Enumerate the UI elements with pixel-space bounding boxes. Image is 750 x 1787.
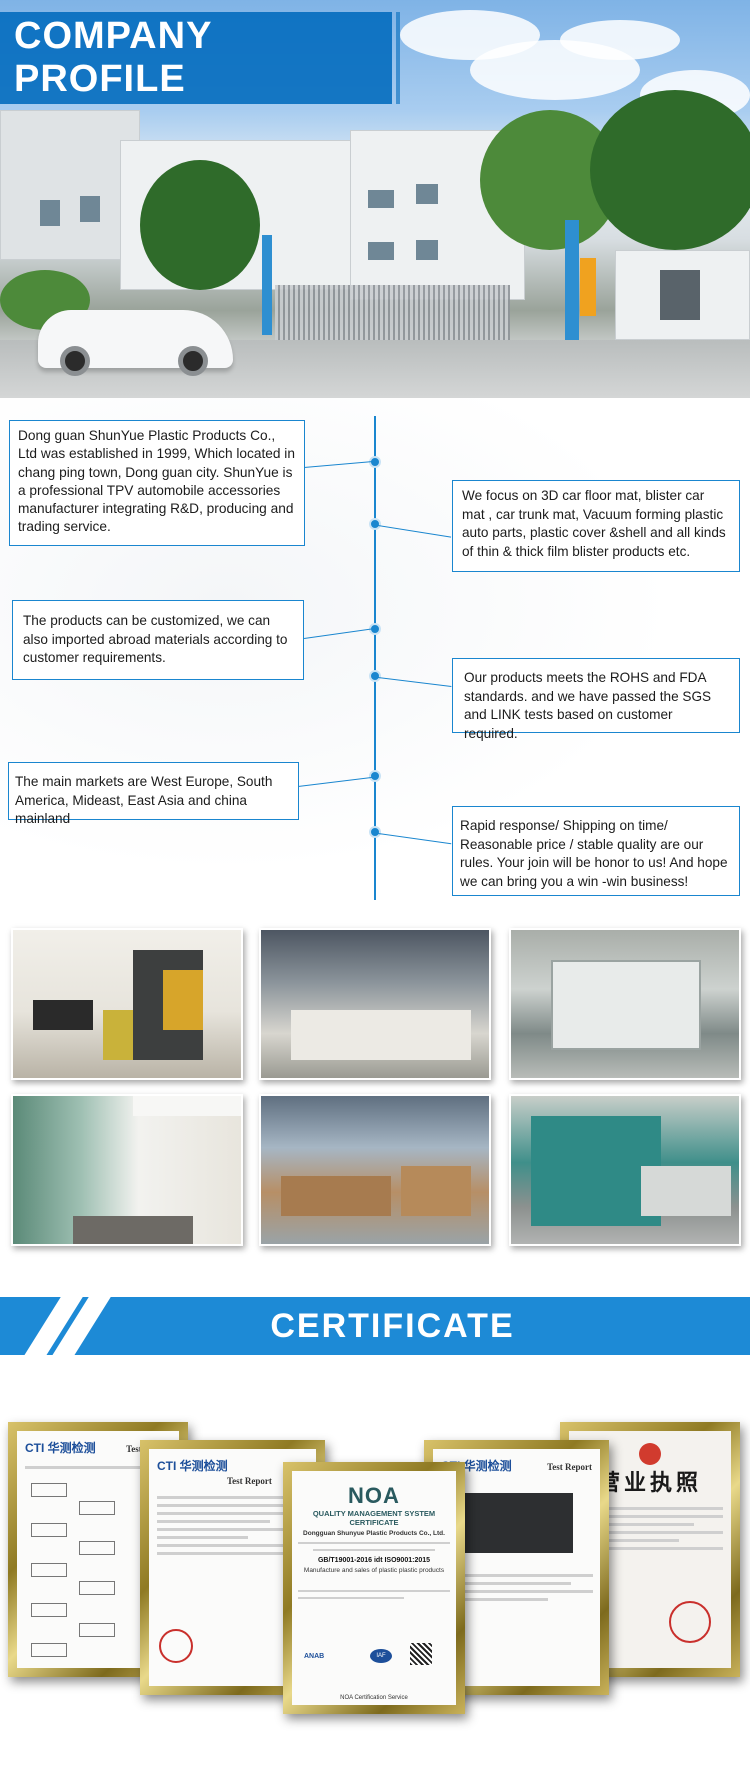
timeline-text: Rapid response/ Shipping on time/ Reason… [460,818,728,889]
page-title: COMPANY PROFILE [14,15,212,100]
noa-footer: NOA Certification Service [340,1695,408,1701]
cti-logo: CTI 华测检测 [25,1441,96,1455]
certificate-banner: CERTIFICATE [0,1297,750,1355]
noa-scope: Manufacture and sales of plastic plastic… [303,1567,445,1574]
timeline-dot [369,826,381,838]
timeline-text: Dong guan ShunYue Plastic Products Co., … [18,428,295,535]
timeline-dot [369,770,381,782]
timeline-box-standards: Our products meets the ROHS and FDA stan… [452,658,740,741]
timeline-box-markets: The main markets are West Europe, South … [8,762,299,826]
timeline-dot [369,518,381,530]
timeline-text: Our products meets the ROHS and FDA stan… [464,670,712,741]
company-timeline: Dong guan ShunYue Plastic Products Co., … [0,398,750,918]
cti-logo: CTI 华测检测 [157,1459,228,1473]
showroom-photo [11,928,243,1080]
test-report-title: Test Report [547,1462,592,1472]
red-seal-icon [159,1629,193,1663]
red-seal-icon [669,1601,711,1643]
timeline-box-history: Dong guan ShunYue Plastic Products Co., … [9,420,305,546]
storage-photo [259,1094,491,1246]
timeline-text: The main markets are West Europe, South … [15,774,273,826]
sample-photo [463,1493,573,1553]
noa-company: Dongguan Shunyue Plastic Products Co., L… [303,1530,445,1537]
test-report-title: Test Report [227,1476,272,1486]
national-emblem-icon [639,1443,661,1465]
anab-logo: ANAB [304,1653,325,1660]
business-license-title: 营业执照 [597,1471,702,1496]
timeline-text: We focus on 3D car floor mat, blister ca… [462,488,726,559]
noa-logo: NOA [348,1483,400,1508]
car-illustration [38,310,233,376]
section-title: CERTIFICATE [270,1307,515,1345]
noa-heading: QUALITY MANAGEMENT SYSTEM CERTIFICATE [312,1509,436,1527]
timeline-box-customization: The products can be customized, we can a… [12,600,304,680]
office-corridor-photo [11,1094,243,1246]
machinery-photo [509,1094,741,1246]
timeline-text: The products can be customized, we can a… [23,613,288,665]
company-hero-photo: COMPANY PROFILE [0,0,750,398]
warehouse-photo [259,928,491,1080]
noa-standard: GB/T19001-2016 idt ISO9001:2015 [317,1557,431,1564]
iaf-logo: IAF [370,1649,392,1663]
production-line-photo [509,928,741,1080]
timeline-box-products: We focus on 3D car floor mat, blister ca… [452,480,740,572]
timeline-axis [374,416,376,900]
noa-iso9001-certificate: NOA QUALITY MANAGEMENT SYSTEM CERTIFICAT… [283,1462,465,1714]
company-profile-banner: COMPANY PROFILE [0,12,400,104]
timeline-box-rules: Rapid response/ Shipping on time/ Reason… [452,806,740,896]
qr-code-icon [410,1643,432,1665]
timeline-dot [369,670,381,682]
